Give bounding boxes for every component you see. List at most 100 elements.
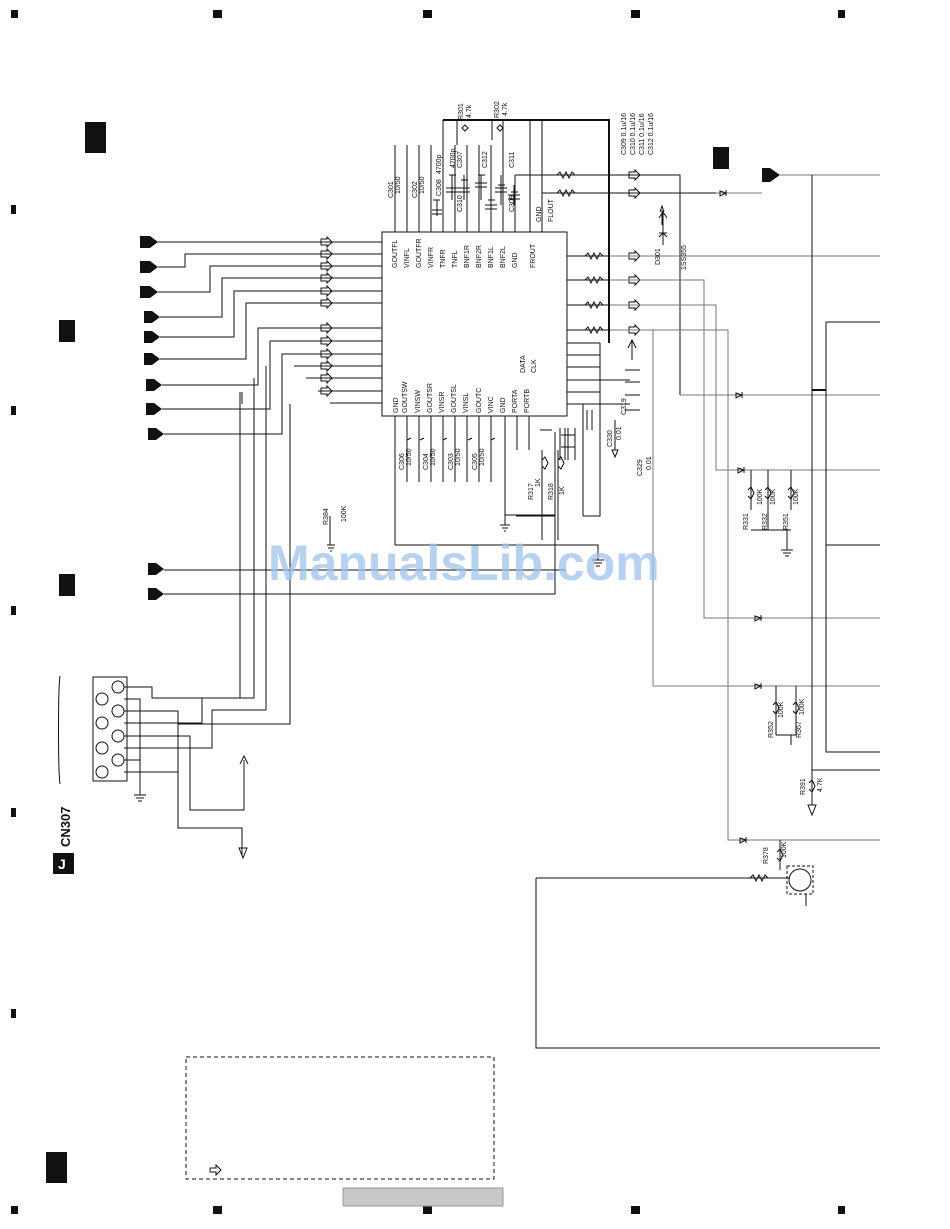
ref-label: C303: [448, 453, 455, 470]
ic-pin-stubs: [394, 120, 610, 530]
ic-pin-label: VINFL: [404, 248, 411, 268]
value-label: 4.7K: [817, 777, 824, 792]
value-label: 10/50: [395, 176, 402, 194]
right-component-labels: D301 1SS355 R331 100K R332 100K R351 100…: [655, 245, 824, 864]
watermark: ManualsLib.com: [268, 535, 660, 591]
supply-rails: [394, 119, 630, 560]
ref-label: R391: [800, 778, 807, 795]
ref-label: R332: [762, 513, 769, 530]
ic-pin-label: VINSW: [415, 390, 422, 413]
ref-label: C308: [436, 179, 443, 196]
value-label: 4.7k: [466, 104, 473, 118]
ref-label: R384: [323, 508, 330, 525]
bottom-component-labels: C306 10/50 C304 10/50 C303 10/50 C305 10…: [323, 398, 653, 525]
top-capacitor-bank: [432, 120, 520, 216]
note-text: C311 0.1u/16: [639, 113, 646, 155]
ref-label: D301: [655, 248, 662, 265]
ic-pin-label: BNF2L: [500, 246, 507, 268]
connector-badge: J: [58, 856, 66, 872]
note-text: C310 0.1u/16: [630, 113, 637, 155]
frame-ticks: [11, 10, 845, 1214]
legend-box: [185, 1056, 495, 1180]
ic-top-pin-labels: GOUTFL VINFL GOUTFR VINFR TNFR TNFL BNF1…: [392, 198, 555, 268]
ic-pin-label: GOUTFL: [392, 240, 399, 268]
value-label: 100K: [799, 698, 806, 715]
input-arrows: [140, 168, 780, 600]
ref-label: C309: [509, 195, 516, 212]
ref-label: C305: [472, 453, 479, 470]
value-label: 4700p: [436, 154, 443, 174]
value-label: 1K: [535, 478, 542, 487]
ref-label: R378: [763, 847, 770, 864]
ref-label: R302: [494, 101, 501, 118]
ic-pin-label: GND: [512, 252, 519, 268]
value-label: 100K: [793, 488, 800, 505]
legend-arrow-icon: [209, 1163, 222, 1177]
ic-pin-label: GND: [393, 397, 400, 413]
ic-pin-label: FLOUT: [548, 198, 555, 222]
connector-badge-box: [53, 853, 74, 874]
note-text: C312 0.1u/16: [648, 113, 655, 155]
ic-pin-label: PORTB: [524, 389, 531, 413]
ic-pin-label: TNFL: [452, 250, 459, 268]
ref-label: C304: [423, 453, 430, 470]
ref-label: C302: [412, 181, 419, 198]
ic-pin-label: GOUTSL: [451, 384, 458, 413]
value-label: 100K: [781, 841, 788, 858]
ic-pin-label: GOUTSW: [402, 381, 409, 413]
ref-label: R331: [743, 513, 750, 530]
ic-pin-label: DATA: [520, 355, 527, 373]
ref-label: C329: [637, 459, 644, 476]
value-label: 10/50: [419, 176, 426, 194]
ref-label: R317: [528, 483, 535, 500]
ref-label: R301: [458, 103, 465, 120]
value-label: 100K: [778, 701, 785, 718]
ref-label: C312: [482, 151, 489, 168]
value-label: 0.01: [616, 426, 623, 440]
value-label: 10/50: [430, 448, 437, 466]
footer-bar: [342, 1187, 504, 1207]
value-label: 10/50: [455, 448, 462, 466]
ic-pin-label: TNFR: [440, 249, 447, 268]
value-label: 1SS355: [681, 245, 688, 270]
ref-label: C306: [399, 453, 406, 470]
ref-label: R318: [548, 483, 555, 500]
ic-pin-label: FROUT: [530, 243, 537, 268]
ic-pin-label: CLK: [531, 359, 538, 373]
ic-pin-label: BNF1R: [464, 245, 471, 268]
connector-cn307: [58, 366, 291, 860]
ic-pin-label: BNF2R: [476, 245, 483, 268]
ref-label: C330: [607, 430, 614, 447]
ref-label: C310: [457, 195, 464, 212]
value-label: 4700p: [450, 148, 457, 168]
ref-label: C301: [388, 181, 395, 198]
ic-bottom-pin-labels: GND GOUTSW VINSW GOUTSR VINSR GOUTSL VIN…: [393, 355, 538, 413]
ref-label: C311: [509, 152, 516, 168]
value-label: 1K: [559, 486, 566, 495]
ic-pin-label: VINSR: [439, 392, 446, 413]
ic-pin-label: VINC: [488, 396, 495, 413]
value-label: 100K: [770, 488, 777, 505]
ref-label: R367: [796, 721, 803, 738]
capacitor-notes: C309 0.1u/16 C310 0.1u/16 C311 0.1u/16 C…: [621, 113, 655, 155]
ic-pin-label: PORTA: [512, 389, 519, 413]
ref-label: R351: [783, 513, 790, 530]
ic-pin-label: VINFR: [428, 247, 435, 268]
ic-pin-label: BNF1L: [488, 246, 495, 268]
value-label: 100K: [341, 505, 348, 522]
connector-ref: CN307: [58, 807, 73, 847]
ic-body: [381, 231, 568, 417]
ref-label: C319: [621, 398, 628, 415]
signal-bus: [158, 241, 566, 595]
ref-label: R352: [768, 721, 775, 738]
ref-label: C307: [457, 151, 464, 168]
value-label: 4.7k: [502, 102, 509, 116]
ic-pin-label: GOUTFR: [416, 238, 423, 268]
output-network: [535, 174, 880, 1049]
value-label: 10/50: [406, 448, 413, 466]
value-label: 10/50: [479, 448, 486, 466]
ic-pin-label: GOUTC: [476, 388, 483, 413]
bus-arrows: [320, 168, 641, 398]
ic-pin-label: GND: [500, 397, 507, 413]
